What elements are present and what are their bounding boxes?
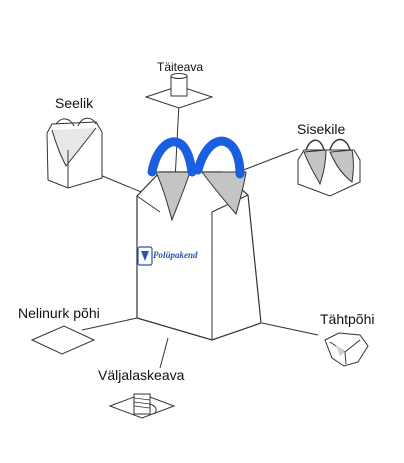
leader-line-nelinurk (81, 317, 138, 331)
star-bottom-illustration (324, 332, 369, 367)
discharge-tie-end (149, 403, 157, 415)
leader-line-valjalaskeava (159, 337, 169, 369)
inner-panel-right (200, 171, 247, 216)
label-sisekile: Sisekile (297, 121, 346, 137)
skirt-top-illustration (46, 117, 103, 189)
label-tahtpohi: Tähtpõhi (320, 311, 375, 327)
label-taiteava: Täiteava (157, 60, 204, 74)
discharge-tie-lines (133, 397, 151, 409)
polupakend-logo (137, 246, 153, 266)
square-bottom-illustration (30, 325, 96, 355)
star-bottom-outline (324, 332, 369, 367)
lifting-loop-right (193, 136, 245, 179)
inner-liner-illustration (297, 138, 361, 197)
label-valjalaskeava: Väljalaskeava (98, 367, 185, 383)
discharge-spout-illustration (108, 393, 176, 419)
leader-line-tahtpohi (261, 322, 319, 336)
liner-loops (305, 138, 351, 151)
liner-panel-left (303, 149, 327, 186)
bag-top-edge-left (136, 195, 161, 213)
spout-base-plate (144, 85, 214, 109)
filling-spout-illustration (144, 73, 214, 109)
bulk-bag (136, 136, 262, 341)
star-bottom-shade (335, 344, 345, 356)
logo-text: Polüpakend (153, 250, 198, 260)
liner-panel-right (329, 149, 354, 183)
logo-mark-icon (137, 246, 153, 266)
spout-top-opening (170, 73, 188, 79)
skirt-fabric (51, 127, 97, 167)
skirt-ties (55, 117, 97, 127)
inner-panel-left (155, 171, 191, 222)
label-nelinurk-pohi: Nelinurk põhi (18, 305, 100, 321)
lifting-loop-left (147, 137, 197, 177)
label-seelik: Seelik (55, 95, 94, 111)
logo-mark-inner-icon (141, 251, 149, 261)
